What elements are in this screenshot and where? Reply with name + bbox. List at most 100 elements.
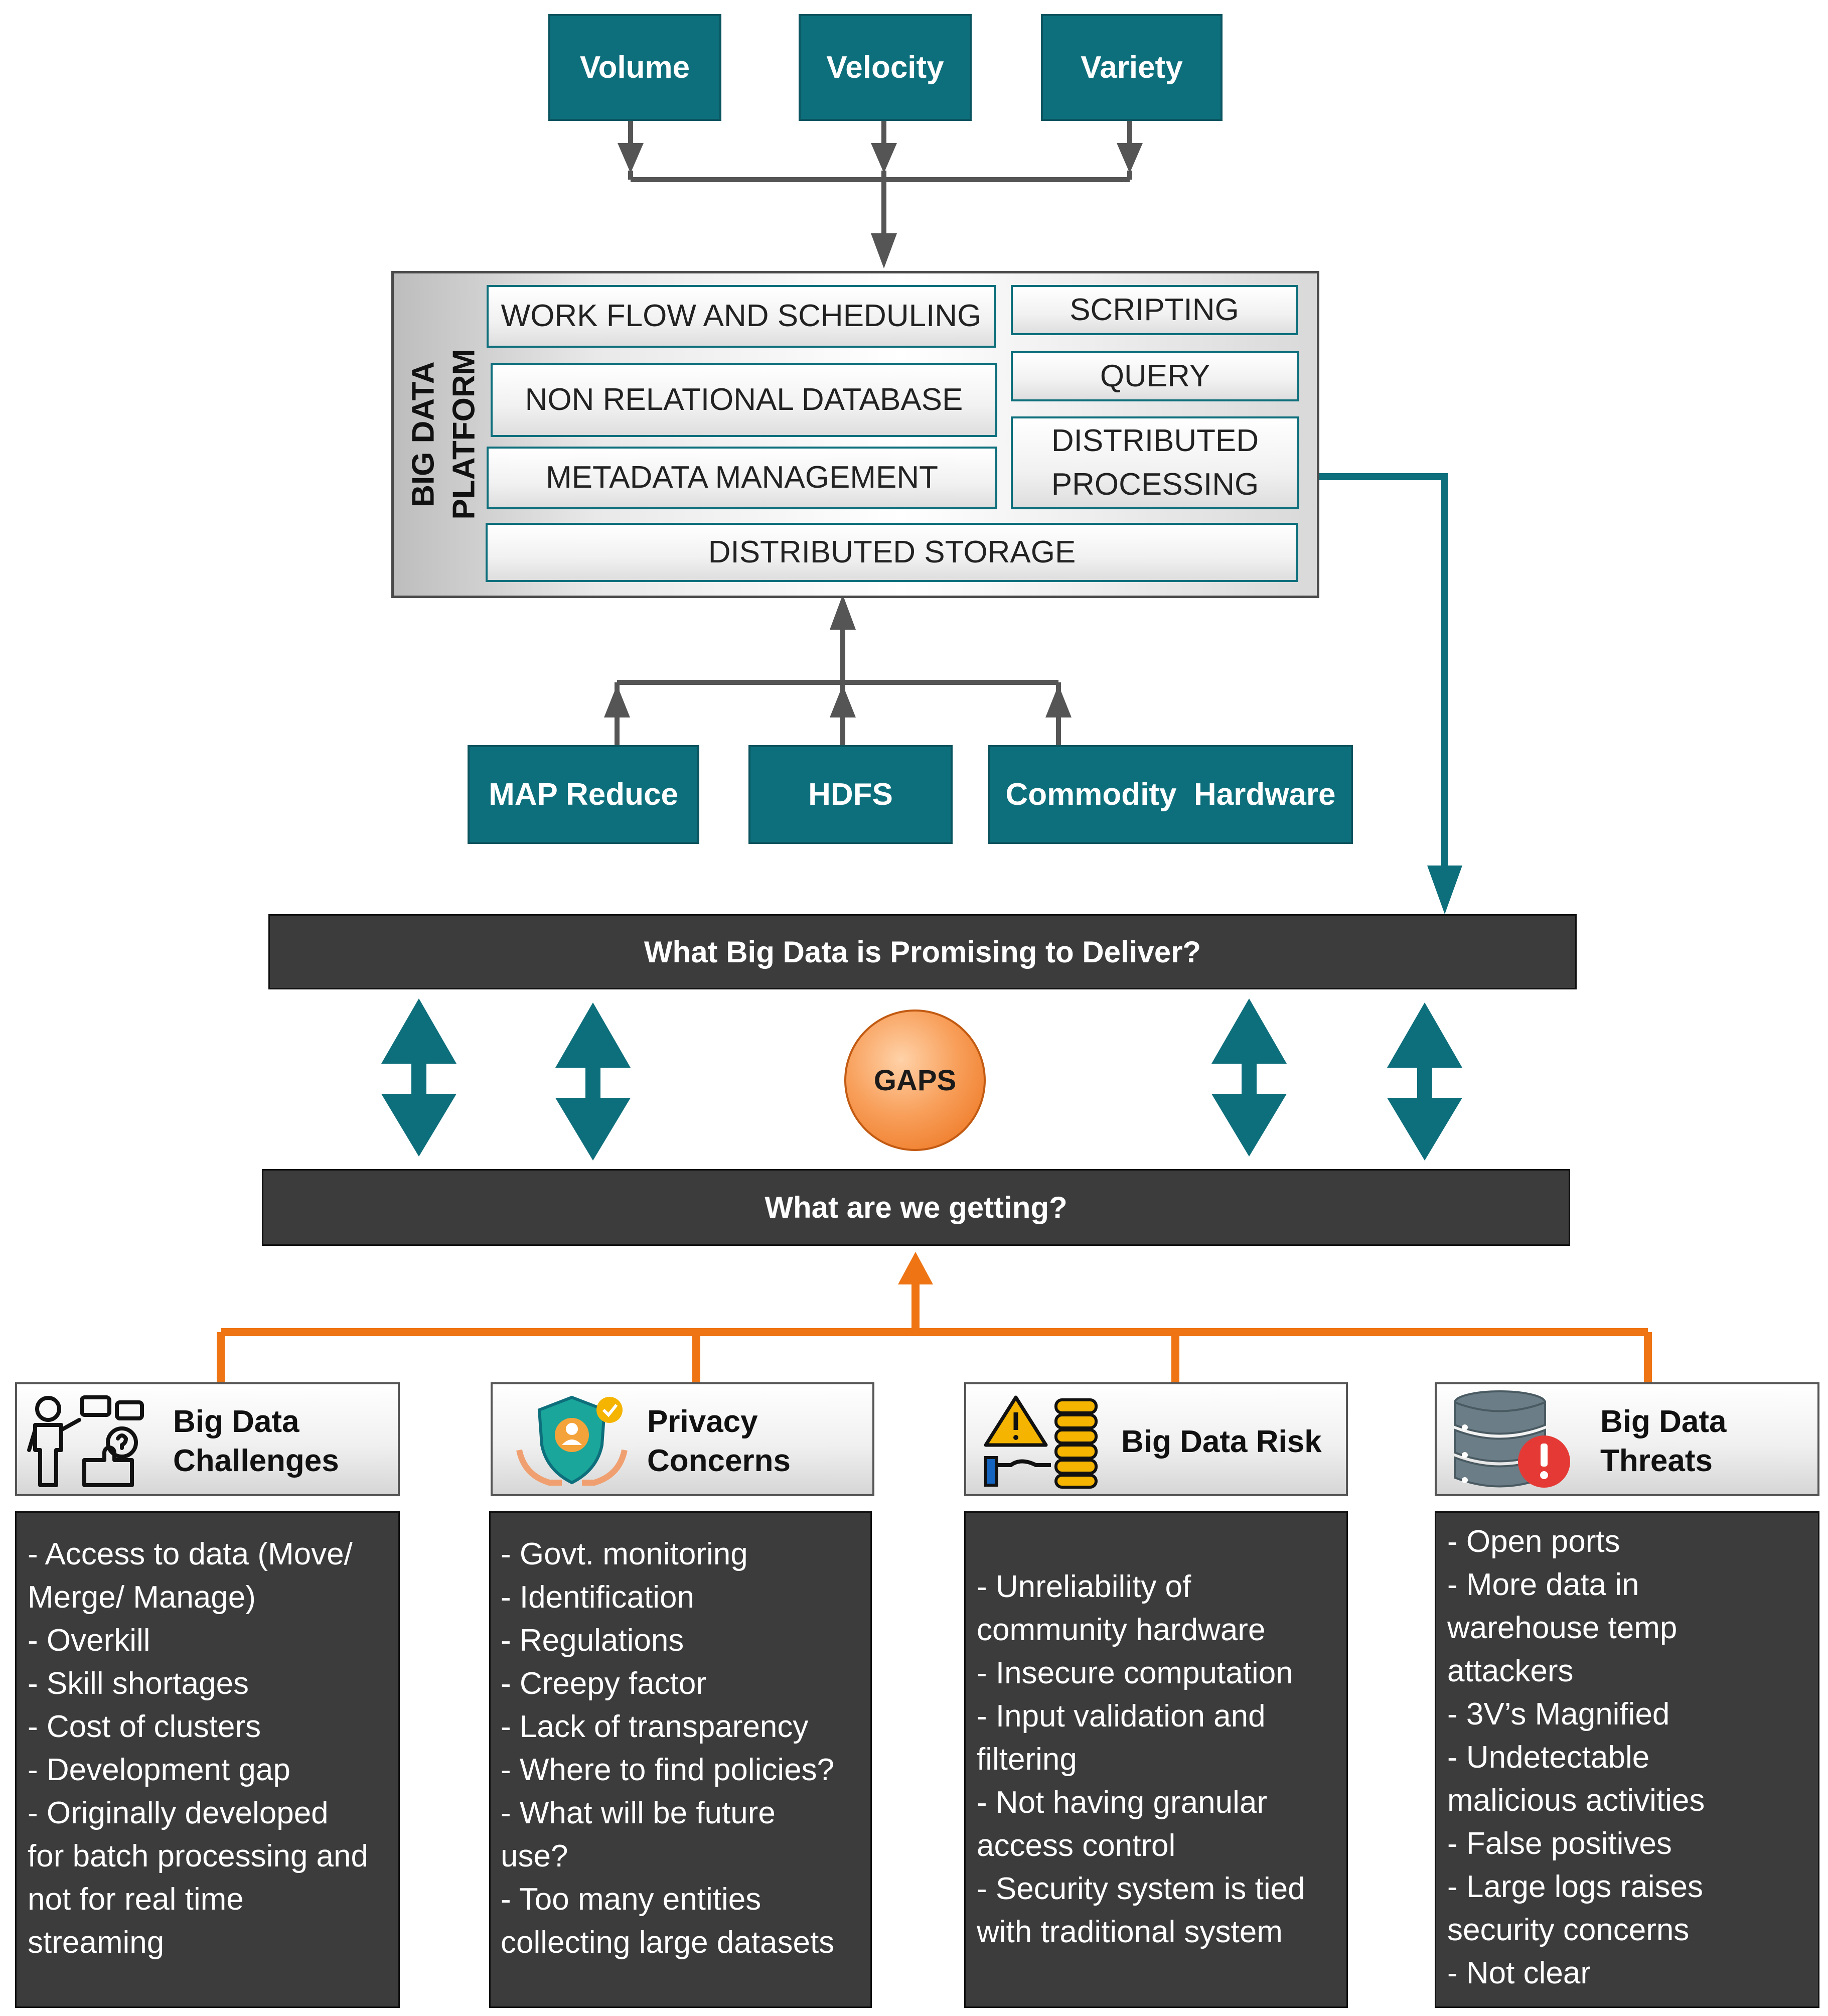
list-item: streaming <box>28 1925 165 1960</box>
list-item: - Originally developed <box>28 1796 329 1830</box>
categories-arrowhead <box>898 1252 933 1284</box>
double-arrow-4 <box>1387 1002 1462 1161</box>
list-item: - More data in <box>1447 1567 1639 1602</box>
list-item: - Undetectable <box>1447 1740 1650 1775</box>
foundations-connector <box>615 630 1061 745</box>
list-item: - Not clear <box>1447 1956 1591 1990</box>
list-item: Merge/ Manage) <box>28 1580 256 1615</box>
input-volume: Volume <box>548 14 721 121</box>
foundations-arrowheads <box>604 595 1072 717</box>
list-item: not for real time <box>28 1882 244 1917</box>
list-item: - Overkill <box>28 1623 150 1658</box>
list-item: filtering <box>977 1742 1077 1777</box>
risk-list: - Unreliability of community hardware - In… <box>964 1511 1348 2008</box>
list-item: - Development gap <box>28 1753 290 1787</box>
platform-label: BIG DATA PLATFORM <box>396 276 492 593</box>
list-item: with traditional system <box>977 1915 1283 1949</box>
list-item: - Skill shortages <box>28 1666 249 1701</box>
threats-title-2: Threats <box>1600 1443 1713 1478</box>
non-relational-database-label: NON RELATIONAL DATABASE <box>525 382 963 417</box>
list-item: - Large logs raises <box>1447 1869 1704 1904</box>
threats-title: Big Data Threats <box>1600 1402 1726 1480</box>
gaps-circle: GAPS <box>844 1010 986 1151</box>
list-item: community hardware <box>977 1613 1266 1647</box>
risk-title: Big Data Risk <box>1121 1422 1322 1462</box>
list-item: attackers <box>1447 1654 1574 1688</box>
challenges-title-2: Challenges <box>173 1443 339 1478</box>
foundation-map-reduce-label: MAP Reduce <box>489 777 678 812</box>
foundation-commodity-hardware-label: Commodity Hardware <box>1005 777 1336 812</box>
challenges-header <box>15 1382 400 1496</box>
double-arrow-1 <box>381 998 456 1157</box>
list-item: - 3V’s Magnified <box>1447 1697 1670 1732</box>
list-item: - Unreliability of <box>977 1569 1191 1604</box>
scripting-box: SCRIPTING <box>1011 285 1298 335</box>
list-item: warehouse temp <box>1447 1611 1678 1645</box>
inputs-connector <box>628 120 1132 233</box>
scripting-label: SCRIPTING <box>1070 292 1239 327</box>
list-item: - Lack of transparency <box>501 1709 809 1744</box>
privacy-title: Privacy Concerns <box>647 1402 791 1480</box>
list-item: collecting large datasets <box>501 1925 835 1960</box>
promise-bar-label: What Big Data is Promising to Deliver? <box>644 935 1201 969</box>
privacy-list: - Govt. monitoring - Identification - Regu… <box>489 1511 872 2008</box>
double-arrow-3 <box>1211 998 1287 1157</box>
challenges-title-1: Big Data <box>173 1404 299 1439</box>
list-item: - Cost of clusters <box>28 1709 261 1744</box>
metadata-management-box: METADATA MANAGEMENT <box>487 447 997 509</box>
workflow-scheduling-label: WORK FLOW AND SCHEDULING <box>501 299 982 334</box>
non-relational-database-box: NON RELATIONAL DATABASE <box>491 363 997 437</box>
query-box: QUERY <box>1011 351 1299 401</box>
distributed-storage-box: DISTRIBUTED STORAGE <box>486 523 1298 582</box>
distributed-processing-label-2: PROCESSING <box>1051 467 1259 502</box>
foundation-hdfs: HDFS <box>748 745 953 844</box>
distributed-processing-label-1: DISTRIBUTED <box>1051 423 1259 458</box>
privacy-title-1: Privacy <box>647 1404 758 1439</box>
risk-title-1: Big Data Risk <box>1121 1424 1322 1459</box>
list-item: - Where to find policies? <box>501 1753 835 1787</box>
list-item: malicious activities <box>1447 1783 1705 1818</box>
query-label: QUERY <box>1100 358 1210 393</box>
processing-to-promise-arrow <box>1299 473 1462 914</box>
double-arrow-2 <box>555 1002 631 1161</box>
platform-label-line1: BIG DATA <box>406 361 441 508</box>
distributed-storage-label: DISTRIBUTED STORAGE <box>708 534 1076 569</box>
privacy-shield-icon <box>516 1395 628 1486</box>
challenges-icon <box>27 1395 144 1487</box>
getting-bar: What are we getting? <box>262 1169 1570 1246</box>
list-item: - False positives <box>1447 1826 1672 1861</box>
input-velocity: Velocity <box>799 14 972 121</box>
list-item: - Govt. monitoring <box>501 1537 748 1571</box>
metadata-management-label: METADATA MANAGEMENT <box>546 460 938 495</box>
list-item: - Input validation and <box>977 1699 1266 1734</box>
list-item: for batch processing and <box>28 1839 368 1874</box>
list-item: - Creepy factor <box>501 1666 707 1701</box>
foundation-hdfs-label: HDFS <box>808 777 893 812</box>
list-item: access control <box>977 1828 1176 1863</box>
input-volume-label: Volume <box>579 50 690 85</box>
list-item: - What will be future <box>501 1796 776 1830</box>
list-item: - Access to data (Move/ <box>28 1537 353 1571</box>
getting-bar-label: What are we getting? <box>765 1191 1068 1224</box>
input-variety: Variety <box>1041 14 1223 121</box>
list-item: - Security system is tied <box>977 1871 1305 1906</box>
database-alert-icon <box>1454 1390 1570 1488</box>
input-velocity-label: Velocity <box>826 50 944 85</box>
risk-warning-coins-icon <box>984 1395 1098 1489</box>
promise-bar: What Big Data is Promising to Deliver? <box>268 914 1577 989</box>
categories-connector <box>217 1284 1652 1382</box>
list-item: - Identification <box>501 1580 694 1615</box>
threats-title-1: Big Data <box>1600 1404 1727 1439</box>
list-item: - Not having granular <box>977 1785 1267 1820</box>
workflow-scheduling-box: WORK FLOW AND SCHEDULING <box>487 285 996 348</box>
foundation-map-reduce: MAP Reduce <box>468 745 699 844</box>
platform-label-line2: PLATFORM <box>446 349 482 520</box>
list-item: - Too many entities <box>501 1882 761 1917</box>
list-item: - Regulations <box>501 1623 684 1658</box>
gap-double-arrows <box>381 998 1462 1161</box>
distributed-processing-box: DISTRIBUTED PROCESSING <box>1011 416 1299 509</box>
gaps-label: GAPS <box>873 1064 957 1097</box>
challenges-title: Big Data Challenges <box>173 1402 339 1480</box>
